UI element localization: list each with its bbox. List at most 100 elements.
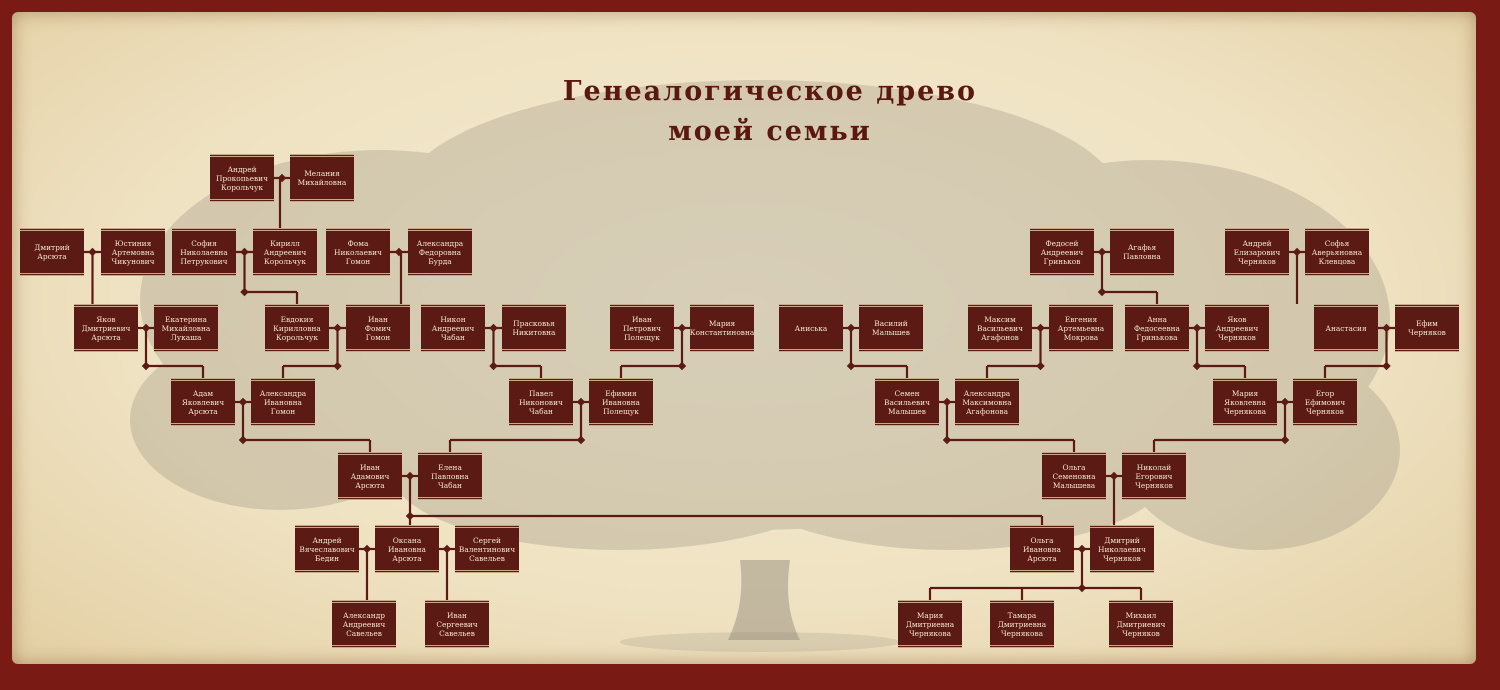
person-card-maksim-agafonov: Максим Васильевич Агафонов [968,304,1032,352]
junction-marker [240,287,249,297]
person-card-ekaterina-lukasha: Екатерина Михайловна Лукаша [154,304,218,352]
person-card-kirill-korolchuk: Кирилл Андреевич Корольчук [253,228,317,276]
junction-marker [489,361,498,371]
person-card-aleksandr-savelev: Александр Андреевич Савельев [332,600,396,648]
person-name: Андрей Елизарович Черняков [1233,238,1281,266]
person-card-egor-chernyakov: Егор Ефимович Черняков [1293,378,1357,426]
person-name: Александра Федоровна Бурда [416,238,464,266]
person-name: Александра Максимовна Агафонова [962,388,1012,416]
person-name: Фома Николаевич Гомон [334,238,382,266]
person-name: Ефимия Ивановна Полещук [602,388,640,416]
person-name: Яков Андреевич Черняков [1215,314,1259,342]
page-title: Генеалогическое древо моей семьи [520,72,1020,152]
person-name: Юстиния Артемовна Чикунович [111,238,155,266]
person-card-yakov-chernyakov: Яков Андреевич Черняков [1205,304,1269,352]
junction-marker [238,435,248,445]
person-card-nikon-chaban: Никон Андреевич Чабан [421,304,485,352]
person-card-aleksandra-burda: Александра Федоровна Бурда [408,228,472,276]
person-card-melaniya: Мелания Михайловна [290,154,354,202]
person-card-maria-konst: Мария Константиновна [690,304,754,352]
person-card-sofia-petrukovich: София Николаевна Петрукович [172,228,236,276]
person-card-oksana-arsyuta: Оксана Ивановна Арсюта [375,525,439,573]
person-card-sofya-klevtsova: Софья Аверьяновна Клевцова [1305,228,1369,276]
person-card-elena-chaban: Елена Павловна Чабан [418,452,482,500]
person-card-ivan-gomon: Иван Фомич Гомон [346,304,410,352]
person-card-anna-grinkova: Анна Федосеевна Гринькова [1125,304,1189,352]
person-name: Николай Егорович Черняков [1135,462,1173,490]
person-name: Анна Федосеевна Гринькова [1134,314,1180,342]
person-name: София Николаевна Петрукович [180,238,228,266]
title-line-2: моей семьи [668,116,872,147]
title-line-1: Генеалогическое древо [562,76,978,107]
person-card-agafya: Агафья Павловна [1110,228,1174,276]
person-name: Семен Васильевич Малышев [884,388,930,416]
person-card-anastasia: Анастасия [1314,304,1378,352]
person-card-maria-chernyakova: Мария Дмитриевна Чернякова [898,600,962,648]
person-card-ivan-poleschuk: Иван Петрович Полещук [610,304,674,352]
person-card-praskovya: Прасковья Никитовна [502,304,566,352]
person-name: Мария Яковлевна Чернякова [1223,388,1267,416]
junction-marker [942,435,952,445]
person-name: Елена Павловна Чабан [431,462,469,490]
person-card-andrey-bedin: Андрей Вячеславович Бедин [295,525,359,573]
person-name: Иван Фомич Гомон [364,314,392,342]
person-card-dmitriy-chernyakov: Дмитрий Николаевич Черняков [1090,525,1154,573]
person-card-ivan-arsyuta: Иван Адамович Арсюта [338,452,402,500]
person-card-semen-malyshev: Семен Васильевич Малышев [875,378,939,426]
person-card-fedosey-grinkov: Федосей Андреевич Гриньков [1030,228,1094,276]
person-name: Павел Никонович Чабан [519,388,563,416]
person-name: Максим Васильевич Агафонов [977,314,1023,342]
person-name: Ольга Ивановна Арсюта [1023,535,1061,563]
person-name: Мария Дмитриевна Чернякова [905,610,955,638]
person-card-nikolay-chernyakov: Николай Егорович Черняков [1122,452,1186,500]
person-name: Мелания Михайловна [297,169,347,187]
person-card-aleksandra-agafonova: Александра Максимовна Агафонова [955,378,1019,426]
person-card-andrey-chernyakov: Андрей Елизарович Черняков [1225,228,1289,276]
person-card-efimiya-poleschuk: Ефимия Ивановна Полещук [589,378,653,426]
junction-marker [1077,583,1087,593]
person-name: Сергей Валентинович Савельев [458,535,516,563]
person-name: Андрей Прокопьевич Корольчук [216,164,268,192]
person-card-maria-chernyakova-old: Мария Яковлевна Чернякова [1213,378,1277,426]
person-name: Адам Яковлевич Арсюта [181,388,225,416]
person-card-efim-chernyakov: Ефим Черняков [1395,304,1459,352]
person-name: Софья Аверьяновна Клевцова [1311,238,1363,266]
junction-marker [1280,435,1290,445]
junction-marker [333,361,342,371]
junction-marker [677,361,687,371]
person-name: Иван Сергеевич Савельев [436,610,478,638]
junction-marker [1192,361,1202,371]
junction-marker [576,435,586,445]
junction-marker [1097,287,1107,297]
junction-marker [1036,361,1045,371]
person-name: Иван Петрович Полещук [622,314,662,342]
person-card-mikhail-chernyakov: Михаил Дмитриевич Черняков [1109,600,1173,648]
person-card-sergey-savelev: Сергей Валентинович Савельев [455,525,519,573]
person-name: Кирилл Андреевич Корольчук [263,238,307,266]
junction-marker [141,361,151,371]
person-card-olga-arsyuta: Ольга Ивановна Арсюта [1010,525,1074,573]
person-card-aleksandra-gomon: Александра Ивановна Гомон [251,378,315,426]
person-card-yakov-arsyuta: Яков Дмитриевич Арсюта [74,304,138,352]
person-name: Андрей Вячеславович Бедин [299,535,355,563]
person-name: Агафья Павловна [1123,243,1161,261]
person-name: Федосей Андреевич Гриньков [1040,238,1084,266]
person-name: Никон Андреевич Чабан [431,314,475,342]
person-card-evdokia-korolchuk: Евдокия Кирилловна Корольчук [265,304,329,352]
person-card-olga-malysheva: Ольга Семеновна Малышева [1042,452,1106,500]
junction-marker [1382,361,1391,371]
junction-marker [846,361,856,371]
person-card-adam-arsyuta: Адам Яковлевич Арсюта [171,378,235,426]
person-name: Василий Малышев [872,319,910,337]
person-name: Прасковья Никитовна [512,319,556,337]
person-name: Дмитрий Николаевич Черняков [1098,535,1146,563]
person-card-aniska: Аниська [779,304,843,352]
person-name: Иван Адамович Арсюта [350,462,390,490]
person-card-ivan-savelev: Иван Сергеевич Савельев [425,600,489,648]
person-name: Евдокия Кирилловна Корольчук [273,314,321,342]
person-card-yustinia: Юстиния Артемовна Чикунович [101,228,165,276]
person-card-dmitriy-arsyuta: Дмитрий Арсюта [20,228,84,276]
person-name: Яков Дмитриевич Арсюта [81,314,131,342]
person-card-foma-gomon: Фома Николаевич Гомон [326,228,390,276]
